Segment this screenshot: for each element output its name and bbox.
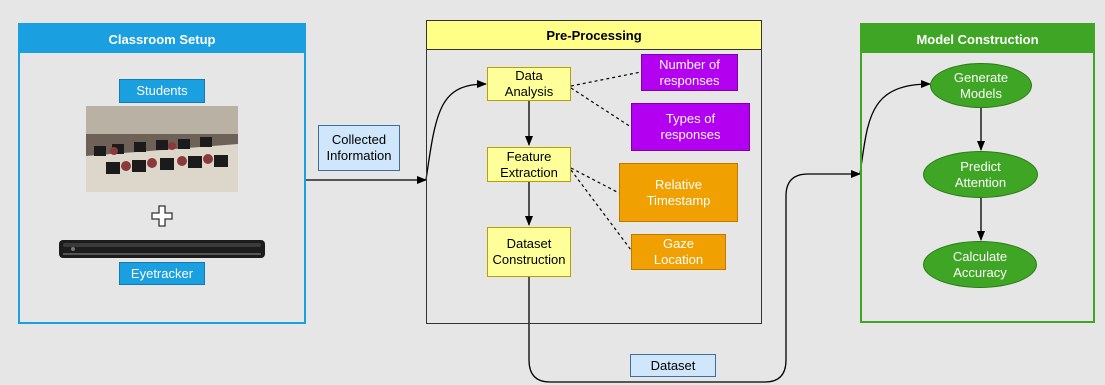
classroom-setup-panel: Classroom Setup [18,23,306,324]
eyetracker-device [59,240,265,258]
relative-timestamp-box: Relative Timestamp [619,163,738,222]
dataset-label: Dataset [630,354,716,377]
classroom-photo [86,106,238,192]
gaze-location-box: Gaze Location [631,234,726,270]
students-label: Students [119,79,205,103]
generate-models-node: Generate Models [930,63,1032,108]
arrow-dataset-to-model [528,170,861,383]
arrow-into-data-analysis [425,80,487,181]
feature-extraction-box: Feature Extraction [487,147,571,182]
model-construction-panel: Model Construction [860,23,1095,323]
types-of-responses-box: Types of responses [631,103,750,151]
preprocessing-title: Pre-Processing [427,21,761,50]
eyetracker-label: Eyetracker [119,262,205,285]
predict-attention-node: Predict Attention [923,151,1038,198]
dataset-construction-box: Dataset Construction [487,227,571,277]
plus-icon [151,205,173,227]
data-analysis-box: Data Analysis [487,67,571,101]
classroom-setup-title: Classroom Setup [20,25,304,53]
dashed-to-gaze-location [570,169,632,251]
preprocessing-panel: Pre-Processing [426,20,762,324]
model-construction-title: Model Construction [862,25,1093,53]
calculate-accuracy-node: Calculate Accuracy [923,241,1037,288]
number-of-responses-box: Number of responses [641,54,738,91]
collected-information-box: Collected Information [318,125,400,171]
arrow-into-generate-models [859,80,931,175]
